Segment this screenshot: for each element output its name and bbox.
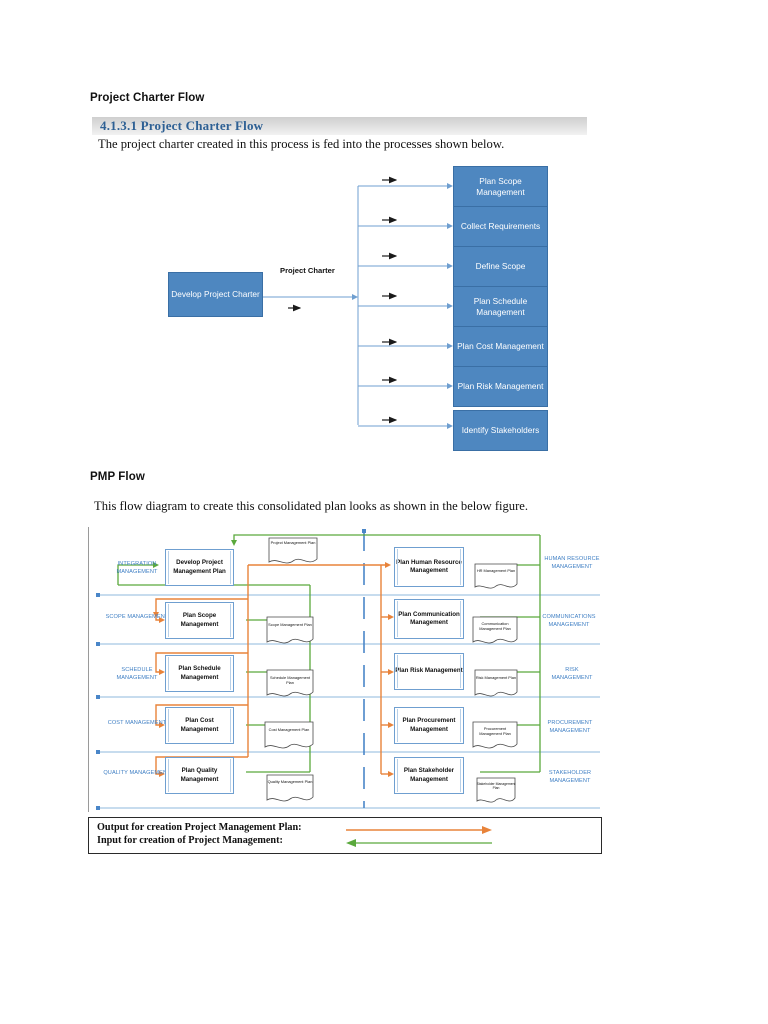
section-title-project-charter-flow: Project Charter Flow xyxy=(90,92,205,104)
process-box-plan-cost-management[interactable]: Plan Cost Management xyxy=(453,326,548,367)
pmp-intro-paragraph: This flow diagram to create this consoli… xyxy=(94,499,529,513)
pmp-document-project-management-plan xyxy=(268,537,318,567)
pmp-flow-diagram: INTEGRATION MANAGEMENT SCOPE MANAGEMENT … xyxy=(88,527,600,812)
pmp-node-plan-cost-management[interactable]: Plan Cost Management xyxy=(165,707,234,744)
pmp-document-label-procurement-management-plan: Procurement Management Plan xyxy=(479,726,511,736)
pmp-diagram-frame xyxy=(88,527,601,812)
process-box-collect-requirements[interactable]: Collect Requirements xyxy=(453,206,548,247)
pmp-document-label-risk-management-plan: Risk Management Plan xyxy=(475,675,517,680)
pmp-node-plan-stakeholder-management[interactable]: Plan Stakeholder Management xyxy=(394,757,464,794)
pmp-document-schedule-management-plan xyxy=(266,669,314,701)
pmp-document-quality-management-plan xyxy=(266,774,314,806)
pmp-node-plan-schedule-management[interactable]: Plan Schedule Management xyxy=(165,655,234,692)
pmp-document-label-project-management-plan: Project Management Plan xyxy=(270,540,316,545)
pmp-document-label-cost-management-plan: Cost Management Plan xyxy=(268,727,310,732)
legend-label-input: Input for creation of Project Management… xyxy=(97,835,283,846)
process-box-develop-project-charter[interactable]: Develop Project Charter xyxy=(168,272,263,317)
section-title-pmp-flow: PMP Flow xyxy=(90,471,145,483)
pmp-node-plan-quality-management[interactable]: Plan Quality Management xyxy=(165,757,234,794)
pmp-category-quality-management: QUALITY MANAGEMENT xyxy=(103,770,171,776)
pmp-category-human-resource-management: HUMAN RESOURCE MANAGEMENT xyxy=(544,556,600,570)
pmp-document-risk-management-plan xyxy=(474,669,518,701)
pmp-document-stakeholder-management-plan xyxy=(476,777,516,807)
process-box-define-scope[interactable]: Define Scope xyxy=(453,246,548,287)
pmp-node-plan-scope-management[interactable]: Plan Scope Management xyxy=(165,602,234,639)
pmp-document-label-stakeholder-management-plan: Stakeholder Management Plan xyxy=(476,782,516,791)
pmp-document-label-quality-management-plan: Quality Management Plan xyxy=(267,779,313,784)
pmp-category-stakeholder-management: STAKEHOLDER MANAGEMENT xyxy=(548,770,592,784)
pmp-document-label-hr-management-plan: HR Management Plan xyxy=(476,568,516,573)
pmp-node-plan-human-resource-management[interactable]: Plan Human Resource Management xyxy=(394,547,464,587)
process-box-plan-schedule-management[interactable]: Plan Schedule Management xyxy=(453,286,548,327)
pmp-category-cost-management: COST MANAGEMENT xyxy=(107,720,167,726)
pmp-node-plan-communication-management[interactable]: Plan Communication Management xyxy=(394,599,464,639)
connector-label-project-charter: Project Charter xyxy=(280,266,335,275)
pmp-document-scope-management-plan xyxy=(266,616,314,648)
pmp-document-communication-management-plan xyxy=(472,616,518,648)
pmp-document-label-scope-management-plan: Scope Management Plan xyxy=(268,622,312,627)
pmp-node-develop-project-management-plan[interactable]: Develop Project Management Plan xyxy=(165,549,234,586)
pmp-category-risk-management: RISK MANAGEMENT xyxy=(551,667,593,681)
intro-paragraph: The project charter created in this proc… xyxy=(98,137,505,151)
pmp-category-integration-management: INTEGRATION MANAGEMENT xyxy=(116,561,158,575)
pmp-category-communications-management: COMMUNICATIONS MANAGEMENT xyxy=(542,614,596,628)
pmp-document-label-schedule-management-plan: Schedule Management Plan xyxy=(269,675,310,685)
pmp-node-plan-risk-management[interactable]: Plan Risk Management xyxy=(394,653,464,690)
process-box-plan-risk-management[interactable]: Plan Risk Management xyxy=(453,366,548,407)
pmp-document-procurement-management-plan xyxy=(472,721,518,753)
pmp-document-hr-management-plan xyxy=(474,563,518,593)
pmp-category-scope-management: SCOPE MANAGEMENT xyxy=(105,614,169,620)
pmp-category-procurement-management: PROCUREMENT MANAGEMENT xyxy=(547,720,593,734)
banner-heading: 4.1.3.1 Project Charter Flow xyxy=(100,118,264,133)
legend-label-output: Output for creation Project Management P… xyxy=(97,822,302,833)
pmp-document-label-communication-management-plan: Communication Management Plan xyxy=(479,621,511,631)
pmp-document-cost-management-plan xyxy=(264,721,314,753)
pmp-category-schedule-management: SCHEDULE MANAGEMENT xyxy=(116,667,158,681)
banner-bar xyxy=(92,117,587,135)
legend-arrows xyxy=(346,826,492,847)
pmp-node-plan-procurement-management[interactable]: Plan Procurement Management xyxy=(394,707,464,744)
process-box-identify-stakeholders[interactable]: Identify Stakeholders xyxy=(453,410,548,451)
process-box-plan-scope-management[interactable]: Plan Scope Management xyxy=(453,166,548,207)
pmp-legend: Output for creation Project Management P… xyxy=(88,817,602,854)
